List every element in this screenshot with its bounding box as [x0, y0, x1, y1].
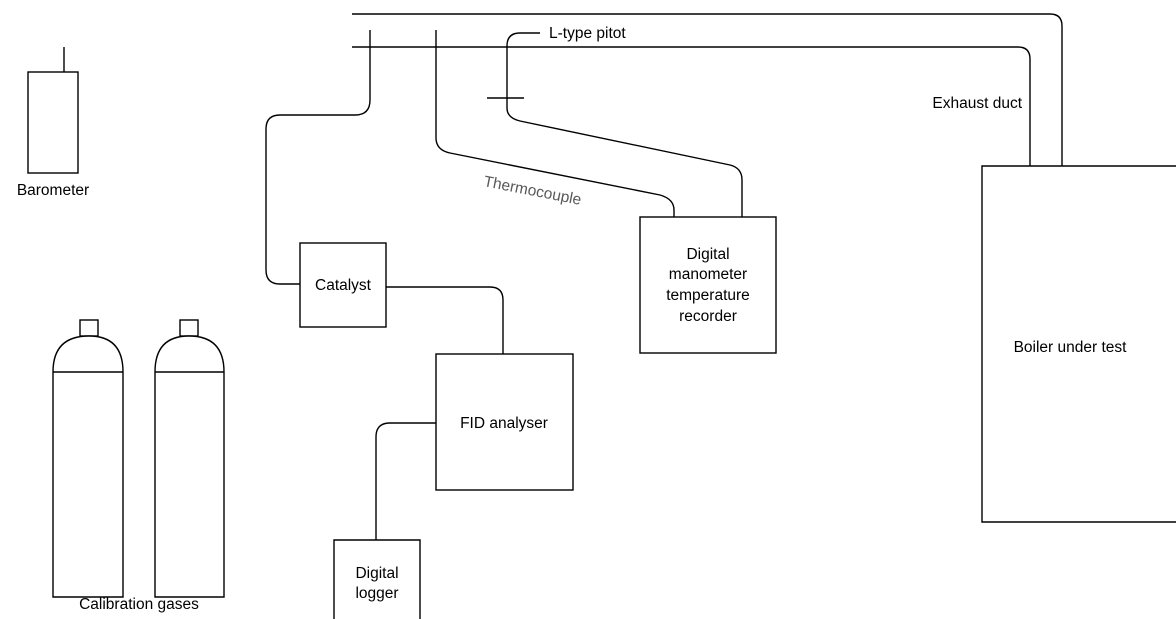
barometer [27, 47, 79, 174]
barometer-body [27, 71, 79, 174]
fid-analyser-box [435, 353, 574, 491]
calibration-gases-label: Calibration gases [79, 596, 199, 613]
pitot-label: L-type pitot [549, 25, 626, 42]
catalyst-label: Catalyst [315, 277, 372, 294]
cylinder-2-valve [179, 319, 199, 337]
digital-logger-label-line2: logger [355, 585, 398, 602]
sample-line-to-catalyst [265, 30, 371, 285]
pitot-line [506, 32, 743, 217]
digital-logger-box [333, 539, 421, 619]
pitot-tube [487, 32, 743, 217]
boiler-label: Boiler under test [1014, 339, 1128, 356]
cylinder-2-body [154, 335, 225, 598]
calibration-cylinder-2 [154, 319, 225, 598]
thermocouple-line [435, 30, 675, 217]
manometer-label-line1: Digital [686, 246, 729, 263]
manometer-recorder-box [639, 216, 777, 354]
boiler-box [981, 165, 1176, 523]
exhaust-duct-label: Exhaust duct [932, 95, 1022, 112]
manometer-label-line3: temperature [666, 287, 750, 304]
exhaust-duct-outer-wall [352, 13, 1063, 166]
exhaust-duct [352, 13, 1063, 166]
line-catalyst-to-fid [386, 286, 504, 354]
cylinder-1-body [52, 335, 124, 598]
manometer-label-line4: recorder [679, 308, 737, 325]
digital-logger-label-line1: Digital [355, 565, 398, 582]
cylinder-1-valve [79, 319, 99, 337]
manometer-label-line2: manometer [669, 266, 747, 283]
pitot-label-gap [545, 24, 655, 42]
calibration-cylinder-1 [52, 319, 124, 598]
catalyst-box [299, 242, 387, 328]
exhaust-duct-inner-wall [352, 46, 1031, 166]
barometer-label: Barometer [17, 182, 89, 199]
fid-analyser-label: FID analyser [460, 415, 548, 432]
thermocouple-label: Thermocouple [482, 173, 583, 209]
line-fid-to-logger [375, 422, 436, 540]
